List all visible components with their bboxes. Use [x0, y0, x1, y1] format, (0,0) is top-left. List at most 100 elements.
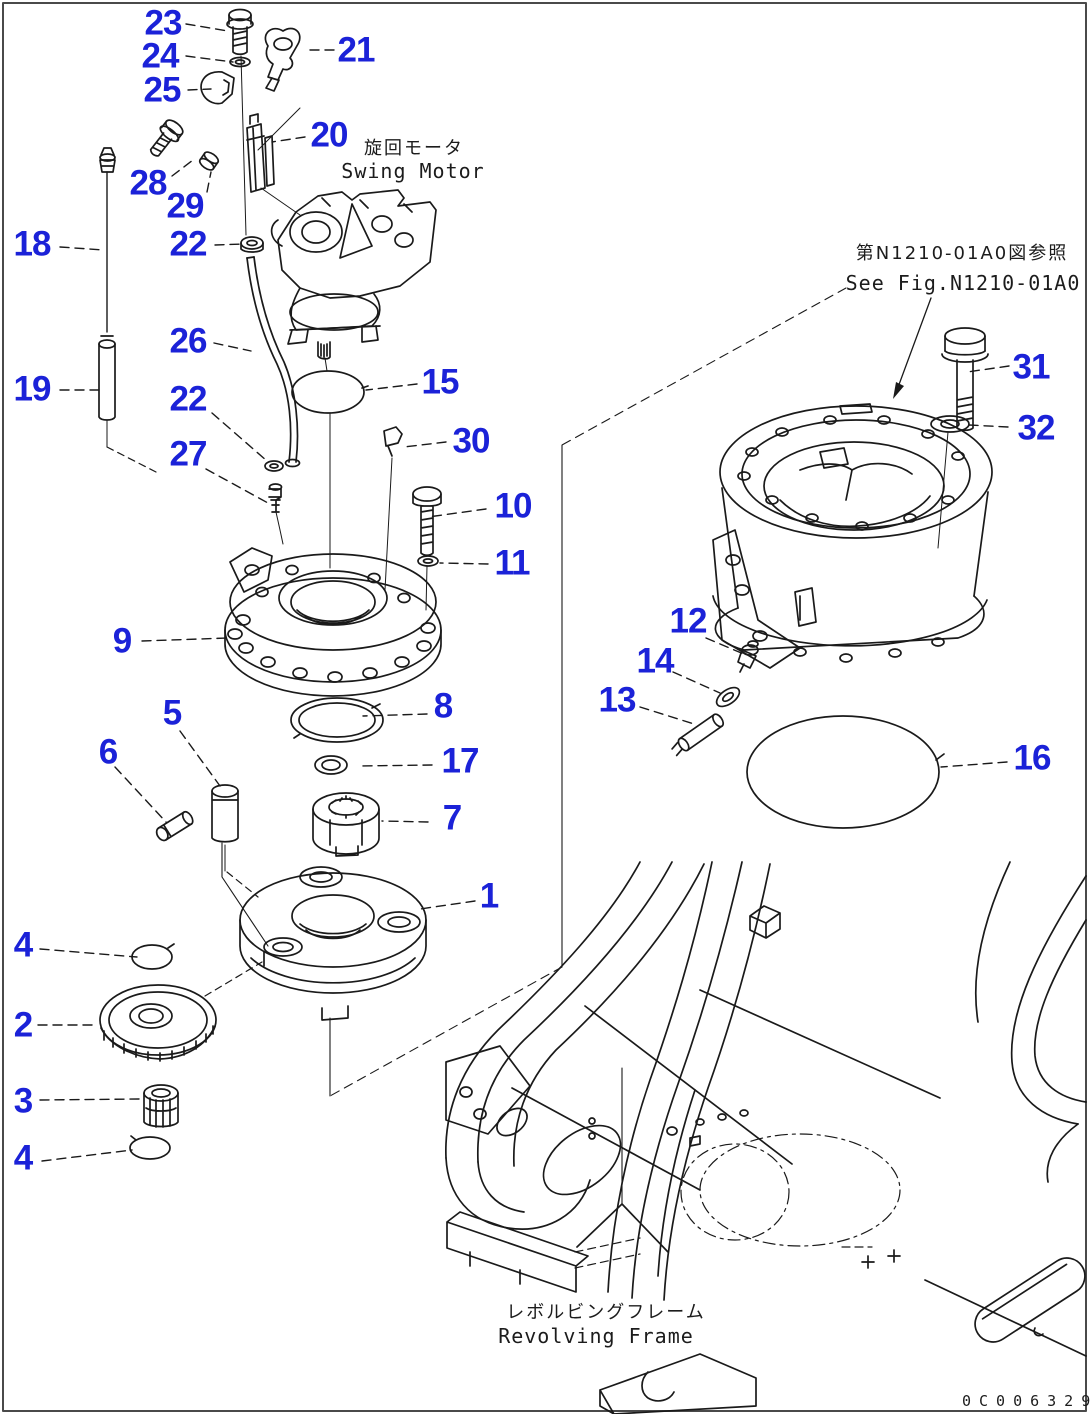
callout-13: 13 — [598, 680, 637, 720]
leader-line-11 — [439, 562, 489, 565]
nut-7-drawing — [312, 792, 380, 857]
leader-line-26 — [213, 342, 252, 352]
leader-line-30 — [403, 441, 447, 448]
leader-line-10 — [427, 508, 487, 518]
leader-line-20 — [271, 136, 306, 143]
callout-23: 23 — [144, 3, 183, 43]
callout-21: 21 — [337, 30, 376, 70]
callout-17: 17 — [441, 741, 480, 781]
leader-line-22 — [214, 243, 244, 246]
valve-27-drawing — [268, 483, 284, 545]
oring-8-drawing — [290, 697, 384, 743]
callout-6: 6 — [98, 732, 118, 772]
callout-26: 26 — [169, 321, 208, 361]
leader-line-15 — [365, 383, 418, 391]
callout-4: 4 — [13, 1138, 33, 1178]
callout-31: 31 — [1012, 347, 1051, 387]
leader-line-5 — [179, 730, 221, 787]
leader-line-4 — [41, 1149, 133, 1162]
tube-26-drawing — [246, 256, 301, 468]
leader-line-28 — [171, 159, 194, 177]
callout-1: 1 — [479, 876, 499, 916]
callout-18: 18 — [13, 224, 52, 264]
callout-20: 20 — [310, 115, 349, 155]
callout-19: 19 — [13, 369, 52, 409]
bolt-31-drawing — [941, 327, 989, 432]
leader-line-27 — [205, 468, 269, 504]
washer-22b-drawing — [264, 460, 284, 472]
revolving-frame-drawing — [445, 861, 1087, 1414]
leader-line-24 — [185, 55, 234, 63]
callout-11: 11 — [494, 543, 531, 583]
leader-line-3 — [39, 1098, 141, 1101]
callout-leader-lines — [37, 23, 1010, 1162]
washer-14-drawing — [715, 686, 741, 708]
tube-19-drawing — [98, 335, 157, 473]
oring-4b-drawing — [129, 1135, 171, 1160]
pin-5-drawing — [211, 784, 259, 898]
leader-line-7 — [381, 820, 429, 823]
callout-22: 22 — [169, 224, 208, 264]
callout-10: 10 — [494, 486, 533, 526]
gear-2-drawing — [99, 984, 217, 1062]
callout-5: 5 — [162, 693, 182, 733]
leader-line-31 — [966, 365, 1010, 373]
callout-27: 27 — [169, 434, 208, 474]
callout-4: 4 — [13, 925, 33, 965]
rod-18-drawing — [99, 147, 116, 333]
oring-4a-drawing — [131, 943, 175, 970]
oring-15-drawing — [291, 370, 369, 414]
fitting-12-drawing — [737, 640, 759, 673]
leader-line-6 — [114, 766, 167, 823]
callout-25: 25 — [143, 70, 182, 110]
leader-line-25 — [187, 88, 212, 91]
bolt-10-drawing — [412, 486, 442, 557]
leader-line-18 — [59, 246, 105, 251]
callout-2: 2 — [13, 1005, 33, 1045]
callout-22: 22 — [169, 379, 208, 419]
leader-line-32 — [968, 424, 1009, 428]
pipe-13-drawing — [671, 713, 725, 757]
leader-line-12 — [705, 637, 747, 656]
bolt-23-drawing — [226, 8, 254, 236]
callout-3: 3 — [13, 1081, 33, 1121]
swing-motor-label-jp: 旋回モータ — [364, 138, 464, 159]
callout-7: 7 — [442, 798, 462, 838]
swing-motor-label-en: Swing Motor — [341, 159, 485, 183]
drawing-number: 0C006329 — [962, 1392, 1090, 1410]
leader-line-22 — [211, 412, 268, 462]
callout-15: 15 — [421, 362, 460, 402]
snapring-17-drawing — [314, 755, 348, 775]
revolving-frame-label-en: Revolving Frame — [498, 1324, 694, 1348]
leader-line-1 — [419, 900, 476, 910]
leader-line-23 — [185, 23, 229, 32]
callout-30: 30 — [452, 421, 491, 461]
callout-32: 32 — [1017, 408, 1056, 448]
leader-line-16 — [940, 761, 1008, 768]
plug-30-drawing — [383, 426, 403, 591]
callout-8: 8 — [433, 686, 453, 726]
washer-32-drawing — [930, 415, 970, 549]
callout-29: 29 — [166, 186, 205, 226]
swing-motor-drawing — [270, 189, 437, 360]
leader-line-13 — [639, 706, 695, 725]
nut-29-drawing — [198, 151, 220, 171]
clip-25-drawing — [200, 71, 235, 105]
case-9-drawing — [224, 547, 442, 697]
washer-24-drawing — [229, 56, 251, 68]
nut-22a-drawing — [240, 236, 264, 253]
callout-16: 16 — [1013, 738, 1052, 778]
leader-line-4 — [39, 948, 138, 958]
leader-line-17 — [357, 764, 433, 767]
carrier-1-drawing — [239, 866, 427, 1021]
callout-14: 14 — [636, 641, 675, 681]
elbow-21-drawing — [264, 27, 301, 92]
leader-line-29 — [206, 171, 212, 193]
bolt-28-drawing — [149, 119, 184, 157]
callout-24: 24 — [141, 36, 180, 76]
coupling-3-drawing — [143, 1084, 179, 1128]
case-right-drawing — [712, 403, 993, 669]
